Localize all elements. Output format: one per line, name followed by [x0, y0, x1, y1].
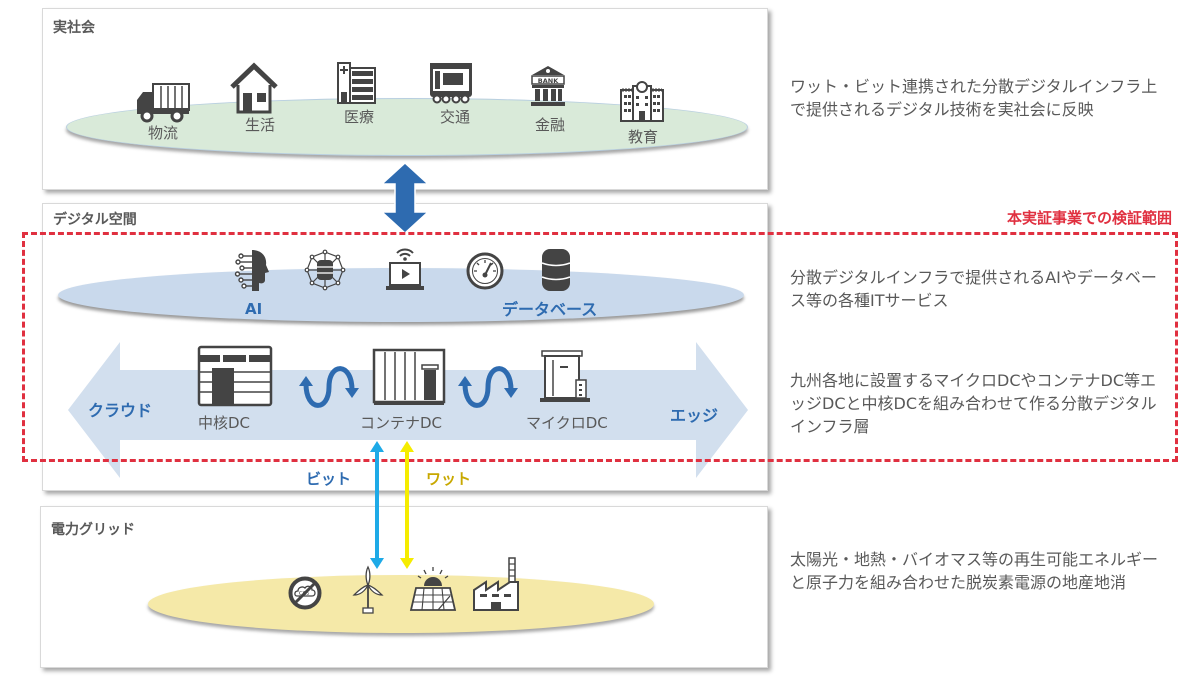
watt-label: ワット: [426, 470, 472, 488]
bit-label: ビット: [306, 470, 352, 488]
digital-space-panel: デジタル空間: [42, 203, 768, 491]
no-co2-icon: CO₂: [288, 576, 322, 610]
power-grid-title: 電力グリッド: [51, 522, 135, 538]
verification-scope-box: [22, 232, 1178, 462]
double-arrow-icon: [380, 161, 430, 235]
real-society-title: 実社会: [53, 20, 95, 36]
label-logistics: 物流: [148, 124, 179, 142]
database-network-icon: [304, 249, 346, 291]
verification-scope-label: 本実証事業での検証範囲: [1006, 209, 1172, 227]
watt-arrow: [400, 441, 414, 569]
label-finance: 金融: [535, 116, 566, 134]
label-medical: 医療: [344, 108, 375, 126]
ai-label: AI: [245, 300, 263, 318]
edge-label: エッジ: [670, 406, 719, 425]
container-dc-label: コンテナDC: [360, 414, 443, 432]
core-dc-label: 中核DC: [198, 414, 251, 432]
wind-turbine-icon: [352, 565, 384, 614]
train-icon: [430, 63, 472, 104]
laptop-streaming-icon: [386, 248, 424, 290]
database-label: データベース: [502, 300, 598, 319]
house-icon: [230, 62, 278, 114]
solar-panel-icon: [409, 567, 457, 611]
power-grid-ellipse: [148, 575, 654, 633]
ai-head-icon: [234, 250, 269, 291]
digital-space-title: デジタル空間: [53, 212, 137, 228]
power-grid-description: 太陽光・地熱・バイオマス等の再生可能エネルギーと原子力を組み合わせた脱炭素電源の…: [790, 550, 1159, 592]
bit-arrow: [370, 441, 384, 569]
real-society-description: ワット・ビット連携された分散デジタルインフラ上で提供されるデジタル技術を実社会に…: [790, 77, 1158, 119]
school-icon: [620, 81, 664, 122]
factory-icon: [473, 557, 519, 611]
bank-icon: BANK: [531, 66, 565, 106]
truck-icon: [137, 83, 190, 123]
label-transport: 交通: [440, 108, 471, 126]
label-life: 生活: [245, 116, 276, 134]
bank-icon-text: BANK: [538, 77, 559, 85]
database-icon: [541, 249, 571, 291]
speedometer-icon: [466, 252, 504, 290]
micro-dc-label: マイクロDC: [526, 414, 608, 432]
label-education: 教育: [628, 128, 659, 146]
services-description: 分散デジタルインフラで提供されるAIやデータベース等の各種ITサービス: [790, 268, 1157, 310]
hospital-icon: [337, 62, 376, 104]
container-dc-icon: [372, 348, 446, 405]
cloud-label: クラウド: [88, 401, 153, 420]
infra-description: 九州各地に設置するマイクロDCやコンテナDC等エッジDCと中核DCを組み合わせて…: [790, 371, 1157, 436]
core-dc-icon: [197, 345, 273, 407]
sync-arrows-icon: [299, 366, 359, 408]
micro-dc-icon: [540, 350, 590, 402]
sync-arrows-icon: [458, 366, 518, 408]
